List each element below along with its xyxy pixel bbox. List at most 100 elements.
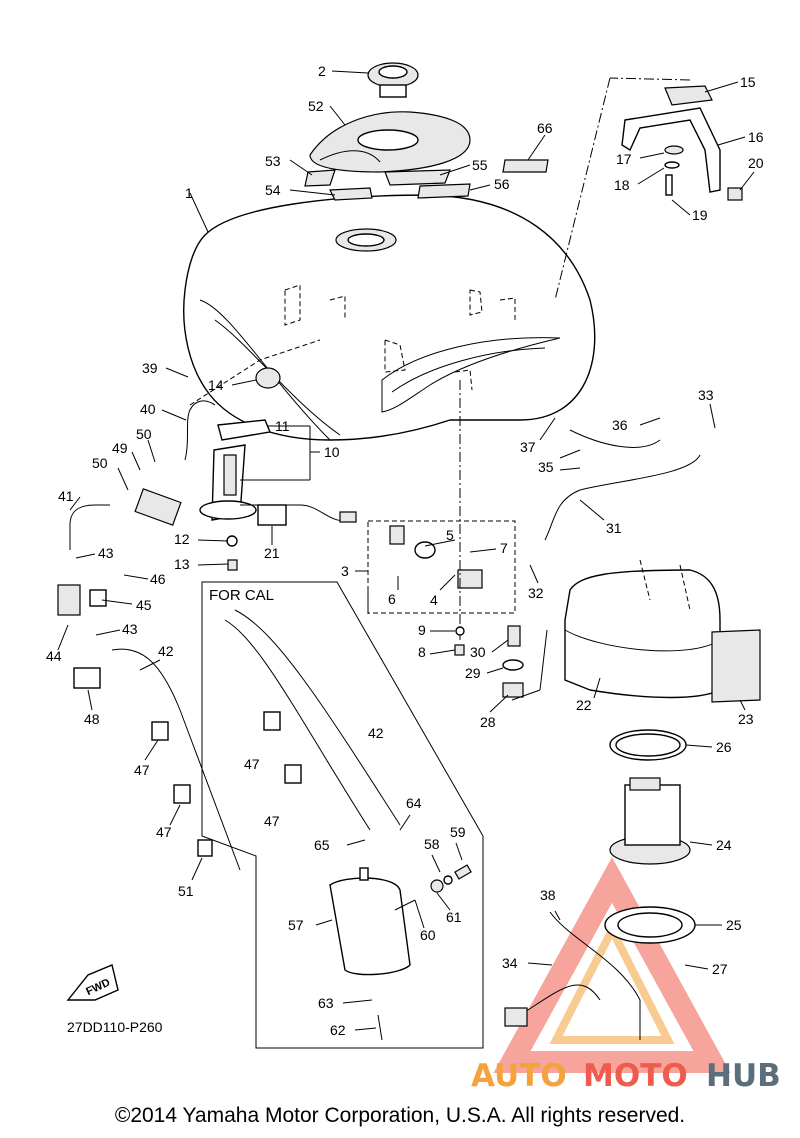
canister-57 xyxy=(329,867,411,976)
callout-66: 66 xyxy=(537,120,553,136)
callout-59: 59 xyxy=(450,824,466,840)
callout-39: 39 xyxy=(142,360,158,376)
callout-55: 55 xyxy=(472,157,488,173)
tank-cover xyxy=(309,111,471,173)
callout-50b: 50 xyxy=(92,455,108,471)
callout-60: 60 xyxy=(420,927,436,943)
for-cal-label: FOR CAL xyxy=(209,587,274,604)
callout-3: 3 xyxy=(341,563,349,579)
callout-18: 18 xyxy=(614,177,630,193)
washer-9 xyxy=(455,626,465,636)
callout-14: 14 xyxy=(208,377,224,393)
callout-25: 25 xyxy=(726,917,742,933)
clamp-47c xyxy=(263,711,281,731)
callout-42b: 42 xyxy=(368,725,384,741)
callout-43a: 43 xyxy=(98,545,114,561)
hose-62 xyxy=(377,1014,383,1041)
callout-28: 28 xyxy=(480,714,496,730)
callout-7: 7 xyxy=(500,540,508,556)
washer-29 xyxy=(502,659,524,671)
callout-4: 4 xyxy=(430,592,438,608)
valve-3-body xyxy=(457,569,483,589)
callout-47c: 47 xyxy=(244,756,260,772)
callout-24: 24 xyxy=(716,837,732,853)
callout-29: 29 xyxy=(465,665,481,681)
bolt-59 xyxy=(454,864,472,880)
clamp-47d xyxy=(284,764,302,784)
callout-35: 35 xyxy=(538,459,554,475)
hose-41 xyxy=(69,504,110,550)
callout-10: 10 xyxy=(324,444,340,460)
brand-auto: AUTO xyxy=(471,1058,567,1094)
washer-61 xyxy=(430,879,444,893)
emblem-66 xyxy=(502,159,549,173)
bolt-13 xyxy=(227,559,238,571)
callout-37: 37 xyxy=(520,439,536,455)
callout-17: 17 xyxy=(616,151,632,167)
callout-23: 23 xyxy=(738,711,754,727)
callout-15: 15 xyxy=(740,74,756,90)
callout-53: 53 xyxy=(265,153,281,169)
callout-46: 46 xyxy=(150,571,166,587)
brand-moto: MOTO xyxy=(583,1058,688,1094)
callout-50a: 50 xyxy=(136,426,152,442)
callout-36: 36 xyxy=(612,417,628,433)
callout-58: 58 xyxy=(424,836,440,852)
hose-42 xyxy=(111,648,241,871)
callout-52: 52 xyxy=(308,98,324,114)
hose-31 xyxy=(544,454,701,541)
valve-group-box xyxy=(367,520,516,614)
leader-lines xyxy=(57,70,755,1031)
fwd-arrow: FWD xyxy=(66,964,119,1001)
clamp-47 xyxy=(151,721,169,741)
callout-12: 12 xyxy=(174,531,190,547)
callout-54: 54 xyxy=(265,182,281,198)
callout-49: 49 xyxy=(112,440,128,456)
clamp-47b xyxy=(173,784,191,804)
valve-6 xyxy=(389,525,405,545)
fuel-tank xyxy=(183,194,596,441)
callout-31: 31 xyxy=(606,520,622,536)
emblem-53 xyxy=(304,169,336,187)
emblem-55 xyxy=(384,169,451,186)
callout-47b: 47 xyxy=(156,824,172,840)
hose-35 xyxy=(569,429,661,448)
diagram-code: 27DD110-P260 xyxy=(67,1019,163,1035)
callout-30: 30 xyxy=(470,644,486,660)
callout-13: 13 xyxy=(174,556,190,572)
callout-56: 56 xyxy=(494,176,510,192)
holder-48 xyxy=(73,667,101,689)
callout-6: 6 xyxy=(388,591,396,607)
hose-40 xyxy=(184,400,216,461)
copyright-notice: ©2014 Yamaha Motor Corporation, U.S.A. A… xyxy=(114,1104,686,1127)
hose-34 xyxy=(519,984,601,1016)
brand-hub: HUB xyxy=(706,1058,781,1094)
callout-65: 65 xyxy=(314,837,330,853)
hose-42-cal xyxy=(224,619,371,831)
bolt-30 xyxy=(507,625,521,647)
watermark-text: AUTO MOTO HUB xyxy=(471,1058,781,1094)
callout-45: 45 xyxy=(136,597,152,613)
callout-64: 64 xyxy=(406,795,422,811)
callout-27: 27 xyxy=(712,961,728,977)
for-cal-box xyxy=(201,581,484,1049)
callout-63: 63 xyxy=(318,995,334,1011)
callout-40: 40 xyxy=(140,401,156,417)
canister xyxy=(564,559,761,703)
callout-62: 62 xyxy=(330,1022,346,1038)
connector-34 xyxy=(504,1007,528,1027)
callout-32: 32 xyxy=(528,585,544,601)
emblem-56 xyxy=(417,183,471,199)
callout-11: 11 xyxy=(275,418,290,434)
callout-20: 20 xyxy=(748,155,764,171)
tank-bracket xyxy=(621,85,743,201)
washer-58 xyxy=(443,875,453,885)
callout-43b: 43 xyxy=(122,621,138,637)
filter-50 xyxy=(134,488,182,526)
emblem-54 xyxy=(329,187,373,201)
callout-9: 9 xyxy=(418,622,426,638)
callout-1: 1 xyxy=(185,185,193,201)
hose-42-cal-b xyxy=(234,609,401,826)
callout-numbers: 1 2 3 4 5 6 7 8 9 10 11 12 13 14 15 16 1… xyxy=(46,63,764,1038)
watermark-logo xyxy=(493,857,731,1073)
